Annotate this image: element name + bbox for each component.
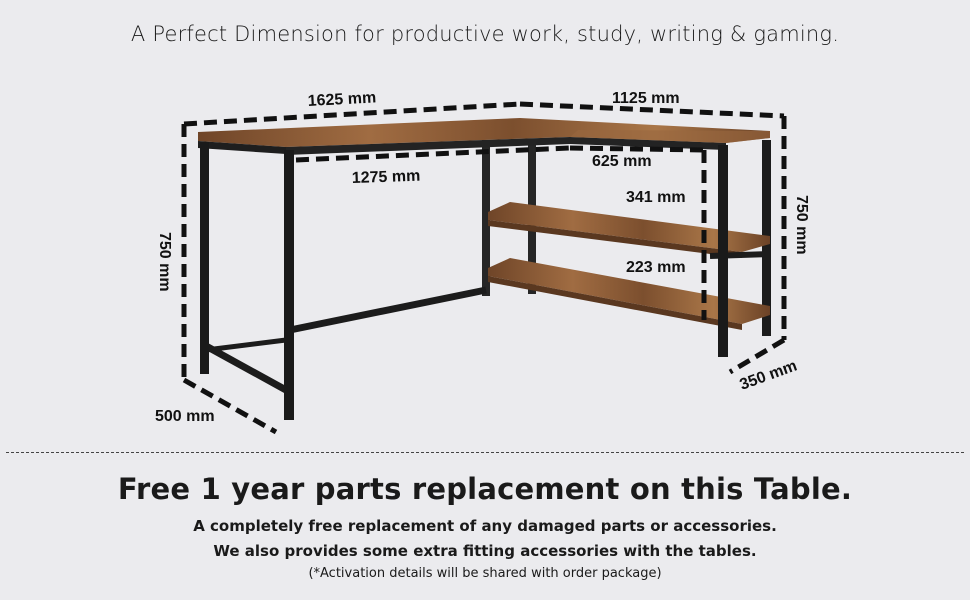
desk-leg [482, 140, 490, 296]
desk-top-edge [198, 141, 286, 154]
lower-shelf [488, 258, 770, 324]
dimension-line-500 [182, 377, 278, 435]
dimension-line-1275 [295, 145, 571, 163]
side-rail [204, 342, 288, 394]
label-1125: 1125 mm [612, 90, 680, 107]
desk-leg [718, 145, 728, 357]
label-223: 223 mm [626, 259, 686, 276]
desk-illustration [198, 118, 771, 420]
desk-dimension-diagram: 1625 mm 1125 mm 1275 mm 625 mm 341 mm 22… [155, 89, 810, 435]
desk-top-inner-edge [570, 130, 770, 143]
label-1275: 1275 mm [352, 168, 421, 187]
dimension-line-625 [569, 145, 707, 153]
label-500: 500 mm [155, 408, 215, 425]
section-divider [6, 452, 964, 453]
desk-top-front-edge [286, 137, 726, 155]
upper-shelf-edge [488, 220, 742, 258]
offer-line-1: A completely free replacement of any dam… [193, 517, 777, 535]
dimension-lines [181, 101, 787, 435]
lower-shelf-edge [488, 276, 742, 330]
desk-leg [200, 142, 209, 374]
back-rail [289, 286, 487, 334]
desk-top [198, 118, 770, 147]
dimension-line-1625 [183, 101, 521, 127]
dimension-line-1125 [519, 101, 785, 119]
upper-shelf [488, 202, 770, 252]
label-341: 341 mm [626, 189, 686, 206]
label-1625: 1625 mm [307, 89, 376, 110]
offer-title: Free 1 year parts replacement on this Ta… [117, 472, 853, 506]
side-rail-top [205, 337, 287, 353]
label-625: 625 mm [592, 153, 652, 170]
headline: A Perfect Dimension for productive work,… [130, 22, 840, 46]
label-750-left: 750 mm [156, 232, 173, 292]
offer-line-2: We also provides some extra fitting acce… [213, 542, 757, 560]
dimension-line-350 [728, 337, 786, 375]
activation-note: (*Activation details will be shared with… [308, 566, 662, 581]
desk-leg [284, 150, 294, 420]
label-750-right: 750 mm [793, 195, 810, 255]
